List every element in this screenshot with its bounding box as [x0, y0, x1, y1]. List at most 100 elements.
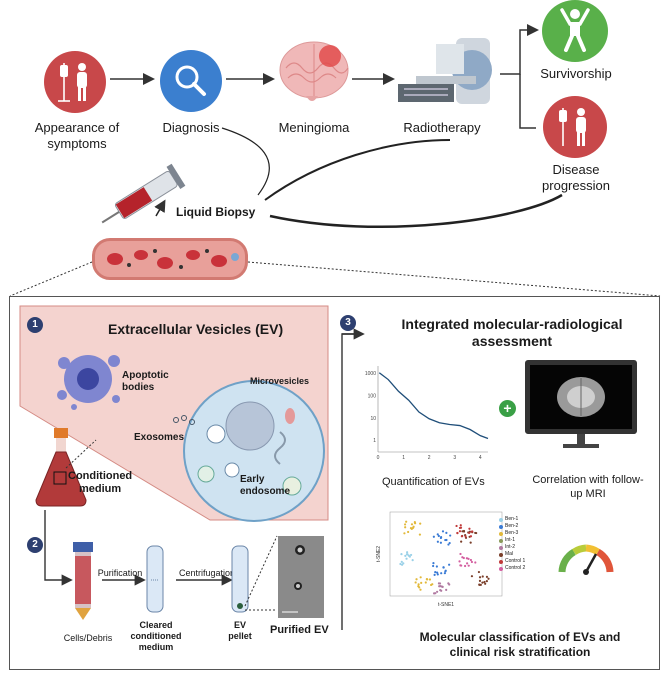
tsne-point: [487, 577, 490, 580]
legend-label: Control 1: [505, 558, 526, 564]
legend-swatch: [499, 524, 503, 529]
tsne-point: [460, 535, 463, 538]
tsne-point: [406, 553, 409, 556]
tsne-point: [470, 560, 474, 564]
tsne-point: [409, 526, 413, 530]
tsne-point: [419, 588, 422, 591]
tsne-point: [440, 536, 443, 539]
tsne-point: [432, 562, 435, 565]
legend-label: Mal: [505, 551, 514, 557]
legend-swatch: [499, 559, 503, 564]
tsne-point: [411, 559, 414, 562]
tsne-point: [456, 531, 459, 535]
centrifugation-label: Centrifugation: [178, 568, 236, 578]
risk-gauge-icon: [558, 544, 614, 575]
survivorship-icon: [542, 0, 608, 62]
tsne-point: [437, 534, 440, 538]
tsne-point: [406, 551, 409, 554]
radiotherapy-label: Radiotherapy: [403, 120, 481, 135]
tsne-point: [447, 582, 450, 585]
legend-entry: Ben-3: [499, 530, 525, 537]
legend-label: Control 2: [505, 565, 526, 571]
meningioma-label: Meningioma: [278, 120, 350, 135]
tsne-point: [466, 562, 469, 565]
tsne-point: [445, 588, 448, 591]
tsne-point: [436, 571, 439, 574]
liquid-biopsy-label: Liquid Biopsy: [176, 205, 256, 219]
tsne-point: [467, 564, 470, 567]
tsne-point: [483, 580, 486, 584]
flask-zoom-line: [65, 439, 97, 469]
tsne-point: [419, 576, 422, 579]
y-tick-label: 100: [368, 393, 377, 399]
legend-swatch: [499, 538, 503, 543]
survivorship-label: Survivorship: [540, 66, 612, 81]
tsne-point: [419, 522, 422, 525]
tsne-point: [447, 543, 450, 546]
tsne-point: [462, 529, 466, 533]
purified-ev-label: Purified EV: [270, 624, 329, 636]
tsne-point: [410, 523, 414, 526]
tsne-point: [470, 575, 474, 578]
tsne-point: [441, 585, 444, 589]
falcon-tube-icon: [73, 542, 93, 620]
tsne-point: [469, 541, 472, 544]
top-flow-arrows: [110, 24, 563, 229]
tsne-point: [434, 592, 437, 595]
tsne-point: [481, 575, 484, 578]
legend-label: Ben-2: [505, 523, 519, 529]
tsne-point: [474, 531, 477, 535]
tsne-point: [467, 557, 470, 561]
tsne-point: [399, 562, 402, 566]
y-tick-label: 10: [370, 416, 376, 422]
tsne-point: [424, 581, 427, 584]
tsne-point: [411, 526, 415, 529]
tsne-point: [442, 566, 445, 569]
tsne-point: [432, 564, 435, 568]
tsne-point: [477, 570, 481, 574]
tsne-point: [405, 520, 408, 523]
plus-icon: +: [499, 400, 516, 417]
tsne-point: [485, 575, 489, 578]
tsne-point: [428, 578, 432, 581]
tsne-point: [484, 582, 487, 585]
tsne-point: [468, 527, 471, 530]
tsne-point: [436, 590, 439, 593]
tsne-point: [445, 538, 448, 542]
tsne-point: [459, 552, 462, 556]
legend-entry: Int-1: [499, 537, 525, 544]
tsne-point: [463, 564, 467, 568]
tsne-point: [438, 582, 442, 585]
legend-entry: Int-2: [499, 544, 525, 551]
tsne-point: [481, 581, 484, 584]
tsne-point: [407, 530, 410, 534]
legend-entry: Control 1: [499, 558, 525, 565]
panel3-bracket: [341, 328, 365, 630]
blood-vessel: [92, 238, 248, 280]
tem-micrograph: [278, 536, 324, 618]
legend-swatch: [499, 545, 503, 550]
progression-icon: [543, 96, 607, 158]
tsne-point: [474, 561, 477, 564]
tsne-point: [469, 558, 473, 562]
tsne-point: [471, 530, 474, 533]
tsne-point: [449, 534, 452, 537]
tsne-point: [478, 579, 482, 582]
y-tick-label: 1: [373, 438, 376, 444]
tsne-point: [436, 540, 439, 543]
legend-swatch: [499, 517, 503, 522]
tsne-point: [441, 530, 445, 533]
tsne-point: [445, 531, 448, 534]
cell-icon: [183, 380, 325, 522]
tsne-point: [436, 533, 439, 536]
legend-entry: Ben-2: [499, 523, 525, 530]
tsne-point: [478, 583, 481, 586]
